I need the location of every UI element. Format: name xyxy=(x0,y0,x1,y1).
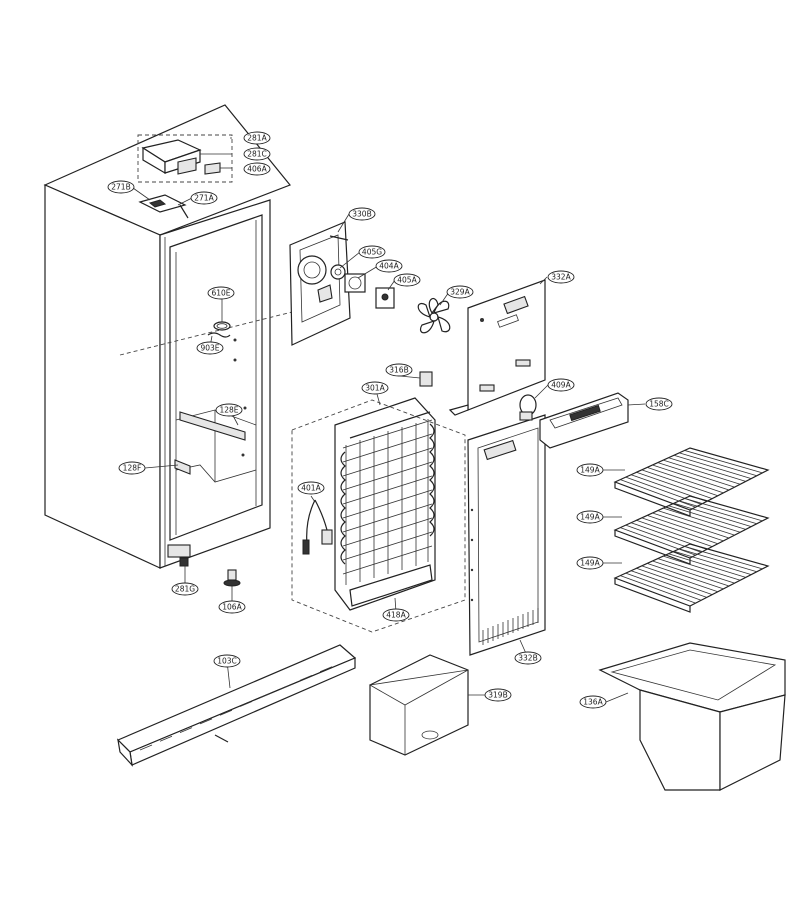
fan-blade xyxy=(417,297,451,334)
svg-text:404A: 404A xyxy=(379,262,399,271)
svg-text:610E: 610E xyxy=(211,289,230,298)
callout-149A-top: 149A xyxy=(576,463,604,477)
svg-text:329A: 329A xyxy=(450,288,470,297)
wire-shelf-3 xyxy=(613,543,770,613)
callout-405A: 405A xyxy=(393,273,421,287)
svg-text:332A: 332A xyxy=(551,273,571,282)
svg-text:128E: 128E xyxy=(219,406,238,415)
svg-text:149A: 149A xyxy=(580,513,600,522)
svg-text:903E: 903E xyxy=(200,344,219,353)
callout-404A: 404A xyxy=(375,259,403,273)
callout-903E: 903E xyxy=(196,341,224,355)
svg-text:281A: 281A xyxy=(247,134,267,143)
callout-319B: 319B xyxy=(484,688,512,702)
svg-text:330B: 330B xyxy=(352,210,371,219)
svg-text:406A: 406A xyxy=(247,165,267,174)
svg-text:316B: 316B xyxy=(389,366,408,375)
wire-shelf-2 xyxy=(613,495,770,565)
wire-shelves xyxy=(613,447,770,613)
svg-text:319B: 319B xyxy=(488,691,507,700)
callout-409A: 409A xyxy=(547,378,575,392)
fan-bracket xyxy=(289,221,395,346)
svg-text:103C: 103C xyxy=(217,657,237,666)
callout-128E: 128E xyxy=(215,403,243,417)
callout-330B: 330B xyxy=(348,207,376,221)
callout-418A: 418A xyxy=(382,608,410,622)
svg-text:149A: 149A xyxy=(580,466,600,475)
svg-text:405A: 405A xyxy=(397,276,417,285)
callout-329A: 329A xyxy=(446,285,474,299)
svg-text:271A: 271A xyxy=(194,194,214,203)
callout-149A-bottom: 149A xyxy=(576,556,604,570)
svg-text:405G: 405G xyxy=(362,248,382,257)
callout-149A-middle: 149A xyxy=(576,510,604,524)
back-panel-332A xyxy=(448,279,546,416)
callout-103C: 103C xyxy=(213,654,241,668)
callout-271B: 271B xyxy=(107,180,135,194)
callout-406A: 406A xyxy=(243,162,271,176)
callout-332B: 332B xyxy=(514,651,542,665)
callout-281G: 281G xyxy=(171,582,199,596)
svg-text:271B: 271B xyxy=(111,183,130,192)
callout-281C: 281C xyxy=(243,147,271,161)
svg-text:281C: 281C xyxy=(247,150,267,159)
callout-106A: 106A xyxy=(218,600,246,614)
callout-128F: 128F xyxy=(118,461,146,475)
svg-text:158C: 158C xyxy=(649,400,669,409)
callout-301A: 301A xyxy=(361,381,389,395)
callout-401A: 401A xyxy=(297,481,325,495)
callout-316B: 316B xyxy=(385,363,413,377)
svg-text:128F: 128F xyxy=(123,464,142,473)
top-control-assembly xyxy=(137,134,233,219)
part-labels: 281A 281C 406A 271B 271A 330B 405G 404A … xyxy=(107,131,673,709)
callout-405G: 405G xyxy=(358,245,386,259)
svg-text:409A: 409A xyxy=(551,381,571,390)
svg-text:149A: 149A xyxy=(580,559,600,568)
callout-610E: 610E xyxy=(207,286,235,300)
callout-271A: 271A xyxy=(190,191,218,205)
callout-332A: 332A xyxy=(547,270,575,284)
svg-text:136A: 136A xyxy=(583,698,603,707)
svg-text:332B: 332B xyxy=(518,654,537,663)
lamp-cover xyxy=(519,392,629,449)
callout-136A: 136A xyxy=(579,695,607,709)
evaporator xyxy=(291,371,466,633)
cabinet xyxy=(43,104,301,569)
callout-281A: 281A xyxy=(243,131,271,145)
svg-text:418A: 418A xyxy=(386,611,406,620)
svg-text:301A: 301A xyxy=(365,384,385,393)
wire-shelf-1 xyxy=(613,447,770,517)
duct-panel-332B xyxy=(467,414,546,656)
svg-text:281G: 281G xyxy=(175,585,195,594)
leader-lines xyxy=(132,137,646,703)
svg-text:106A: 106A xyxy=(222,603,242,612)
bottom-parts xyxy=(116,569,786,791)
svg-text:401A: 401A xyxy=(301,484,321,493)
callout-158C: 158C xyxy=(645,397,673,411)
